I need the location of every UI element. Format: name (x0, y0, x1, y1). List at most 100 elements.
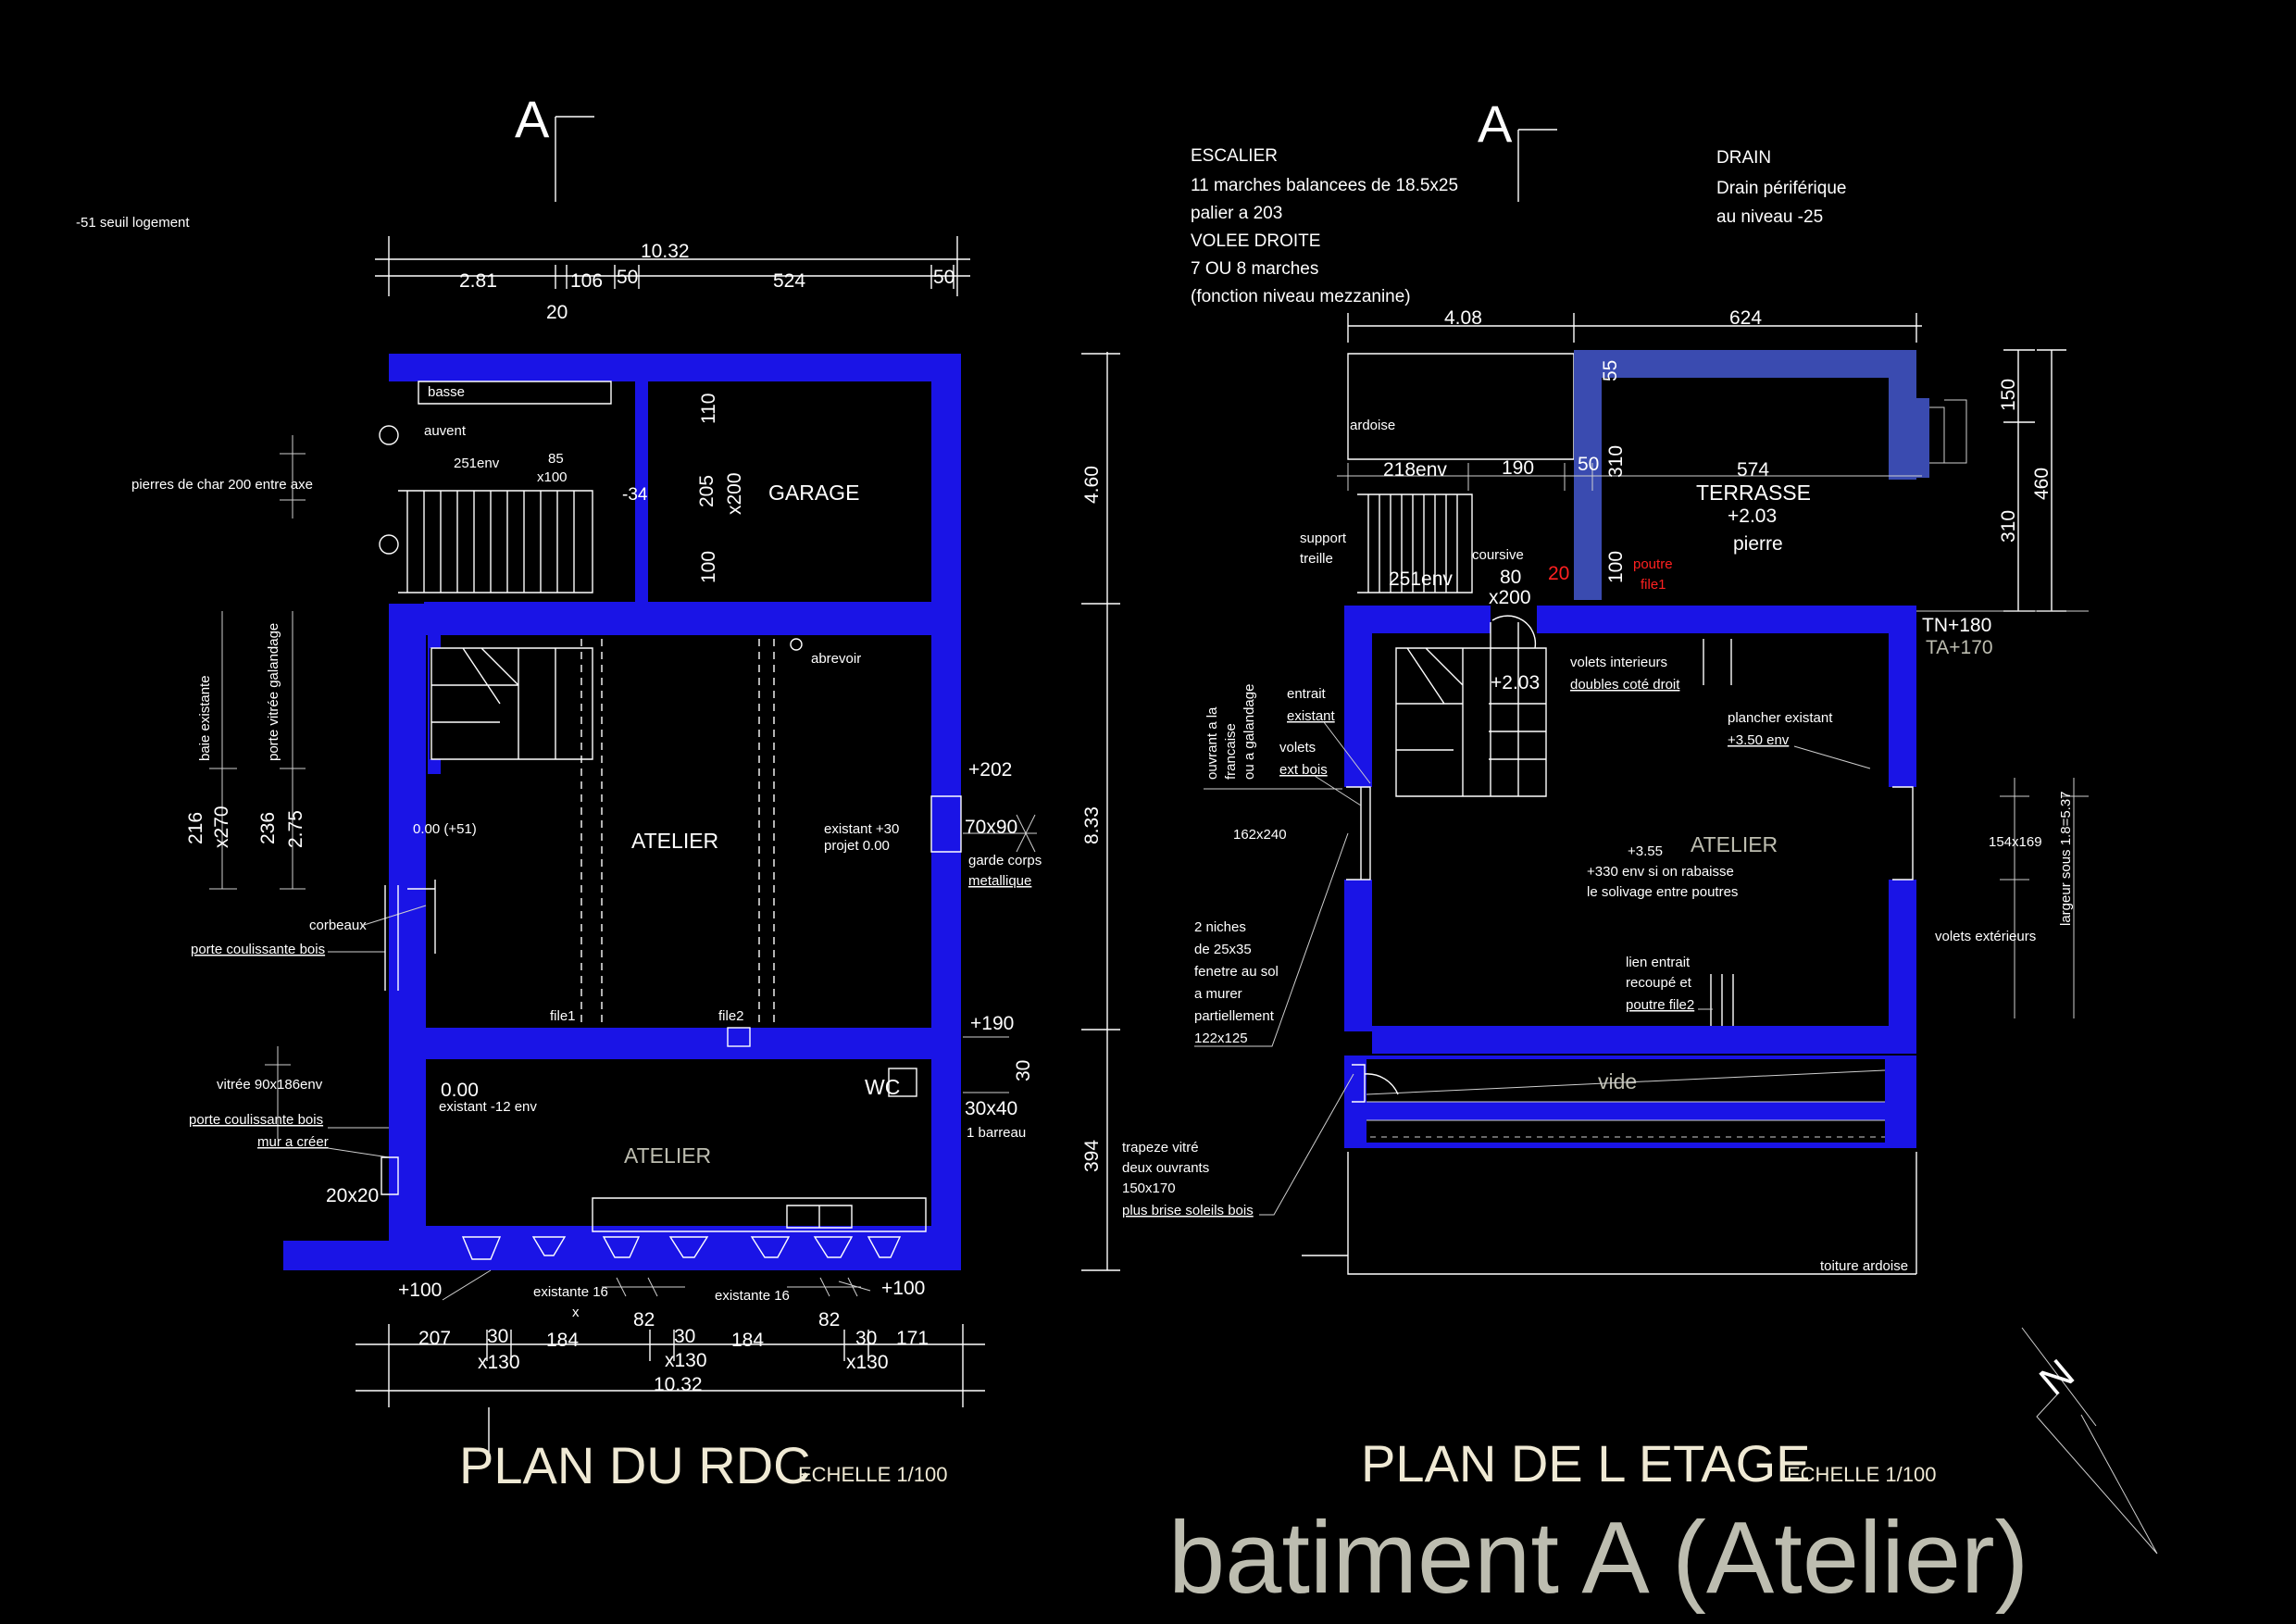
rdc-porte-coul: porte coulissante bois (191, 942, 325, 957)
etage-niches1: 2 niches (1194, 919, 1246, 935)
rdc-dim-30a: 30 (487, 1326, 508, 1347)
etage-poutre: poutre (1633, 556, 1673, 572)
rdc-d251: 251env (454, 456, 500, 471)
rdc-garage: GARAGE (768, 481, 859, 505)
rdc-dim-30c: 30 (855, 1328, 877, 1349)
etage-trapeze1: trapeze vitré (1122, 1140, 1199, 1156)
seuil-note: -51 seuil logement (76, 215, 190, 231)
rdc-existante16b: existante 16 (715, 1288, 790, 1304)
etage-scale: ECHELLE 1/100 (1787, 1463, 1936, 1486)
rdc-d2020: 20x20 (326, 1185, 379, 1206)
rdc-dim-30b: 30 (674, 1326, 695, 1347)
rdc-atelier-main: ATELIER (631, 829, 718, 853)
rdc-d205: 205 (696, 475, 718, 507)
rdc-file1: file1 (550, 1008, 576, 1024)
etage-ouvrant1: ouvrant a la (1204, 706, 1220, 780)
rdc-dim-281: 2.81 (459, 270, 497, 292)
etage-treille: treille (1300, 551, 1333, 567)
etage-d190: 190 (1502, 457, 1534, 479)
north-arrow: N (2021, 1327, 2158, 1555)
rdc-atelier-lower: ATELIER (624, 1143, 711, 1168)
etage-trapeze4: plus brise soleils bois (1122, 1203, 1254, 1218)
etage-largeur: largeur sous 1.8=5.37 (2058, 791, 2074, 926)
rdc-d82b: 82 (818, 1309, 840, 1330)
etage-d218: 218env (1383, 459, 1447, 481)
section-mark-right: A (1478, 94, 1513, 153)
rdc-m34: -34 (622, 485, 648, 505)
etage-niches4: a murer (1194, 986, 1242, 1002)
etage-file1: file1 (1641, 577, 1666, 593)
escalier-note: ESCALIER 11 marches balancees de 18.5x25… (1191, 146, 1458, 306)
main-title: batiment A (Atelier) (1168, 1501, 2028, 1615)
rdc-garde: garde corps (968, 853, 1042, 868)
rdc-dim-106: 106 (570, 270, 603, 292)
svg-text:(fonction niveau mezzanine): (fonction niveau mezzanine) (1191, 287, 1411, 306)
rdc-dim-184b: 184 (731, 1330, 764, 1351)
rdc-x200: x200 (724, 472, 745, 515)
etage-d80: 80 (1500, 567, 1521, 588)
etage-d310b: 310 (1998, 510, 2019, 543)
rdc-dim-184a: 184 (546, 1330, 579, 1351)
svg-text:ESCALIER: ESCALIER (1191, 146, 1278, 166)
etage-p350: +3.50 env (1728, 732, 1790, 748)
etage-niches6: 122x125 (1194, 1031, 1248, 1046)
rdc-dim-x130c: x130 (846, 1352, 889, 1373)
etage-d154: 154x169 (1989, 834, 2042, 850)
etage-d310a: 310 (1605, 445, 1627, 478)
etage-d50: 50 (1578, 454, 1599, 475)
rdc-scale: ECHELLE 1/100 (798, 1463, 947, 1486)
etage-ardoise: ardoise (1350, 418, 1395, 433)
etage-ouvrant3: ou a galandage (1242, 684, 1257, 780)
rdc-wc: WC (865, 1075, 900, 1099)
etage-trapeze2: deux ouvrants (1122, 1160, 1209, 1176)
etage-lien3: poutre file2 (1626, 997, 1694, 1013)
etage-trapeze3: 150x170 (1122, 1181, 1176, 1196)
rdc-porte-vitree: porte vitrée galandage (266, 623, 281, 761)
rdc-abrevoir: abrevoir (811, 651, 861, 667)
etage-existant: existant (1287, 708, 1336, 724)
rdc-d236: 236 (257, 812, 279, 844)
rdc-existante16a: existante 16 (533, 1284, 608, 1300)
rdc-dim-x130b: x130 (665, 1350, 707, 1371)
rdc-file2: file2 (718, 1008, 744, 1024)
rdc-d82a: 82 (633, 1309, 655, 1330)
etage-ext-bois: ext bois (1279, 762, 1328, 778)
etage-lien2: recoupé et (1626, 975, 1692, 991)
etage-pierre: pierre (1733, 533, 1783, 555)
etage-niches3: fenetre au sol (1194, 964, 1279, 980)
etage-d251: 251env (1389, 568, 1453, 590)
etage-niches2: de 25x35 (1194, 942, 1252, 957)
etage-terrasse: TERRASSE (1696, 481, 1811, 505)
etage-dim-408: 4.08 (1444, 307, 1482, 329)
rdc-x: x (572, 1305, 580, 1320)
rdc-dim-460: 4.60 (1081, 466, 1103, 504)
rdc-d275: 2.75 (285, 810, 306, 848)
etage-entrait: entrait (1287, 686, 1327, 702)
rdc-x270: x270 (211, 806, 232, 848)
etage-solivage: le solivage entre poutres (1587, 884, 1738, 900)
rdc-dim-total-bottom: 10.32 (654, 1374, 703, 1395)
etage-atelier: ATELIER (1691, 832, 1778, 856)
rdc-metallique: metallique (968, 873, 1031, 889)
section-mark-left: A (515, 90, 550, 148)
rdc-zero: 0.00 (441, 1080, 479, 1101)
rdc-baie: baie existante (197, 675, 213, 761)
svg-text:7 OU 8 marches: 7 OU 8 marches (1191, 259, 1318, 279)
rdc-dim-207: 207 (418, 1328, 451, 1349)
rdc-title: PLAN DU RDC (459, 1436, 811, 1494)
svg-text:palier a 203: palier a 203 (1191, 204, 1282, 223)
rdc-d7090: 70x90 (965, 817, 1017, 838)
etage-vide: vide (1598, 1069, 1637, 1093)
etage-p355: +3.55 (1628, 843, 1663, 859)
rdc-dim-50a: 50 (617, 267, 638, 288)
etage-d20: 20 (1548, 563, 1569, 584)
rdc-p100b: +100 (881, 1278, 925, 1299)
rdc-pierres: pierres de char 200 entre axe (131, 477, 313, 493)
rdc-d85: 85 (548, 451, 564, 467)
etage-title: PLAN DE L ETAGE (1361, 1434, 1811, 1493)
etage-niches5: partiellement (1194, 1008, 1275, 1024)
etage-d100: 100 (1605, 551, 1627, 583)
etage-p330: +330 env si on rabaisse (1587, 864, 1734, 880)
rdc-dim-x130a: x130 (478, 1352, 520, 1373)
etage-ouvrant2: francaise (1223, 723, 1239, 780)
